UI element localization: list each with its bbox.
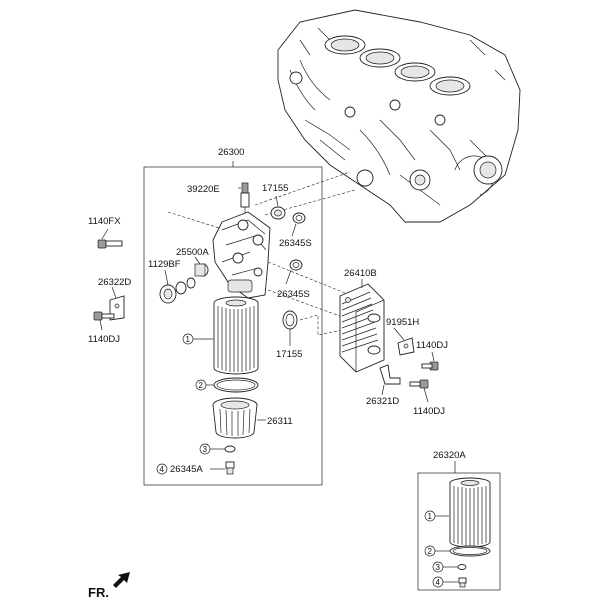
label-17155-top: 17155 xyxy=(262,183,288,194)
label-25500a: 25500A xyxy=(176,247,209,258)
callout-2 xyxy=(195,379,207,391)
kit-callout-1-text: 1 xyxy=(428,512,433,521)
kit-filter-element xyxy=(449,477,491,548)
label-1140dj-left: 1140DJ xyxy=(88,334,120,345)
filter-cap-26311 xyxy=(212,397,258,439)
leader-1129bf xyxy=(164,269,169,286)
front-arrow-icon xyxy=(113,572,130,588)
callout-4-text: 4 xyxy=(160,465,165,474)
dash-line xyxy=(299,314,343,336)
filter-element xyxy=(213,296,259,375)
kit-callout-3-text: 3 xyxy=(436,563,441,572)
callout-1 xyxy=(182,333,194,345)
kit-callout-2 xyxy=(424,545,436,557)
callout-4 xyxy=(156,463,168,475)
dash-line xyxy=(267,289,341,317)
kit-frame-26320a xyxy=(417,472,501,591)
leader-25500a xyxy=(194,256,201,265)
label-26345s-top: 26345S xyxy=(279,238,312,249)
label-26311: 26311 xyxy=(267,416,293,427)
oil-cooler-26410b xyxy=(339,283,385,373)
label-26345s-mid: 26345S xyxy=(277,289,310,300)
label-1140dj-bottom: 1140DJ xyxy=(413,406,445,417)
leader-26321d xyxy=(381,384,385,396)
valve-25500a xyxy=(194,263,209,277)
kit-callout-2-text: 2 xyxy=(428,547,433,556)
kit-callout-4 xyxy=(432,576,444,588)
filter-housing xyxy=(212,211,271,299)
label-26410b: 26410B xyxy=(344,268,377,279)
label-91951h: 91951H xyxy=(386,317,419,328)
callout-3-text: 3 xyxy=(203,445,208,454)
dash-line xyxy=(167,211,249,238)
kit-oring-3 xyxy=(457,564,467,570)
pipe-26321d xyxy=(379,364,401,385)
label-26345a: 26345A xyxy=(170,464,203,475)
kit-callout-3 xyxy=(432,561,444,573)
leader-17155-top xyxy=(275,195,279,207)
callout-2-text: 2 xyxy=(199,381,204,390)
kit-callout-4-text: 4 xyxy=(436,578,441,587)
engine-block xyxy=(277,9,521,223)
label-1140dj-right: 1140DJ xyxy=(416,340,448,351)
seal-26345s-top xyxy=(292,212,306,224)
callout-1-text: 1 xyxy=(186,335,191,344)
leader-1140dj-right xyxy=(431,351,435,362)
label-17155-mid: 17155 xyxy=(276,349,302,360)
bolt-1140dj-left xyxy=(93,311,115,321)
plug-1129bf xyxy=(159,277,196,304)
label-26322d: 26322D xyxy=(98,277,131,288)
label-1140fx: 1140FX xyxy=(88,216,121,227)
seal-26345s-mid xyxy=(289,259,303,271)
leader-26345s-top xyxy=(291,223,297,237)
kit-drain-plug-4 xyxy=(458,577,467,588)
front-indicator-label: FR. xyxy=(88,585,109,600)
kit-callout-1 xyxy=(424,510,436,522)
label-39220e: 39220E xyxy=(187,184,220,195)
bolt-1140dj-right xyxy=(421,361,439,371)
leader-1140dj-left xyxy=(99,319,103,331)
callout-3 xyxy=(199,443,211,455)
bracket-91951h xyxy=(397,337,415,356)
bolt-1140dj-bottom xyxy=(409,379,429,389)
oring-item-3 xyxy=(224,445,236,453)
label-26320a: 26320A xyxy=(433,450,466,461)
gasket-17155-mid xyxy=(282,310,298,330)
oil-pressure-sensor xyxy=(240,182,250,213)
drain-plug-26345a xyxy=(225,461,235,475)
leader-1140fx xyxy=(101,228,109,240)
leader-26345s-mid xyxy=(285,269,292,285)
oring-17155-top xyxy=(270,206,286,220)
leader-1140dj-bottom xyxy=(423,387,429,403)
label-26300: 26300 xyxy=(218,147,244,158)
leader-91951h xyxy=(393,327,405,341)
label-1129bf: 1129BF xyxy=(148,259,181,270)
leader-26322d xyxy=(111,286,117,299)
bolt-1140fx xyxy=(97,239,123,249)
dash-line xyxy=(254,171,351,206)
label-26321d: 26321D xyxy=(366,396,399,407)
